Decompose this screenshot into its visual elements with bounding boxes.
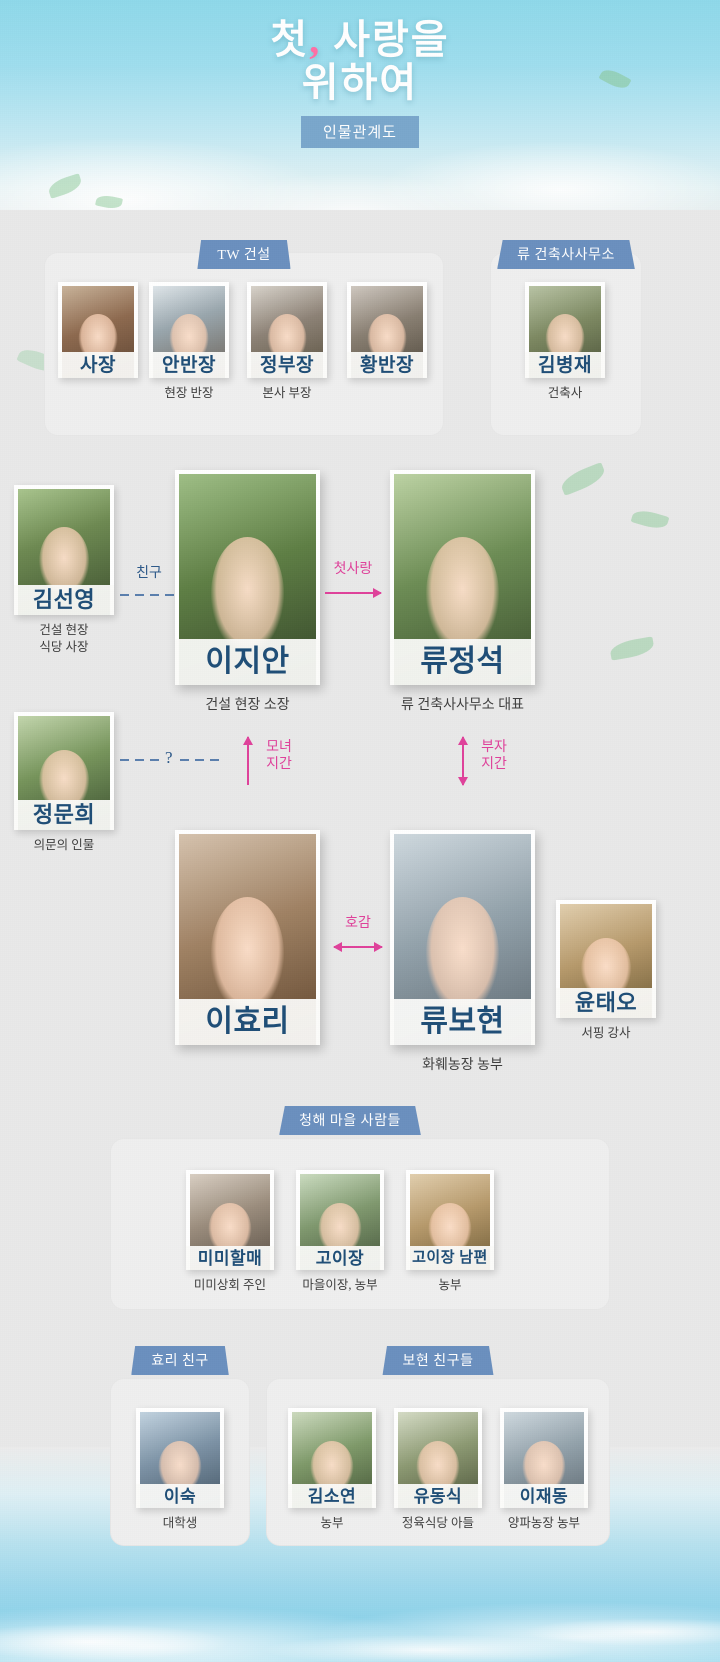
character-role: 농부	[438, 1278, 462, 1292]
character-role: 건설 현장 소장	[205, 698, 290, 713]
character-role: 건설 현장 식당 사장	[39, 623, 89, 654]
character-name: 정부장	[247, 352, 327, 378]
character-card-tw-0[interactable]: 사장	[58, 282, 138, 385]
character-photo: 이효리	[175, 830, 320, 1045]
character-role: 현장 반장	[164, 386, 214, 400]
character-card-kimseonyoung[interactable]: 김선영 건설 현장 식당 사장	[14, 485, 114, 656]
character-name: 윤태오	[556, 988, 656, 1018]
character-role: 정육식당 아들	[401, 1516, 475, 1530]
character-name: 김소연	[288, 1484, 376, 1508]
relation-label-father-son: 부자 지간	[481, 740, 507, 772]
character-name: 유동식	[394, 1484, 482, 1508]
character-card-jungmoonhee[interactable]: 정문희 의문의 인물	[14, 712, 114, 854]
relation-label-affection: 호감	[345, 916, 371, 931]
character-card-bohyun-friend-1[interactable]: 유동식 정육식당 아들	[394, 1408, 482, 1532]
page-title: 첫, 사랑을 위하여 인물관계도	[0, 17, 720, 149]
character-photo: 김병재	[525, 282, 605, 378]
character-photo: 고이장	[296, 1170, 384, 1270]
character-role: 마을이장, 농부	[302, 1278, 378, 1292]
chart-badge: 인물관계도	[300, 116, 419, 149]
group-tag-bohyun-friends: 보현 친구들	[382, 1346, 494, 1375]
character-name: 사장	[58, 352, 138, 378]
character-role: 서핑 강사	[581, 1026, 631, 1040]
character-card-bohyun-friend-0[interactable]: 김소연 농부	[288, 1408, 376, 1532]
character-card-ryubohyun[interactable]: 류보현 화훼농장 농부	[390, 830, 535, 1076]
portrait-image	[398, 1412, 478, 1508]
relation-line-friend	[120, 594, 176, 596]
character-role: 류 건축사사무소 대표	[401, 698, 524, 713]
character-photo: 안반장	[149, 282, 229, 378]
character-card-tw-1[interactable]: 안반장 현장 반장	[149, 282, 229, 402]
relation-arrow-first-love	[325, 588, 382, 598]
character-photo: 류보현	[390, 830, 535, 1045]
character-card-ryujungseok[interactable]: 류정석 류 건축사사무소 대표	[390, 470, 535, 716]
relation-label-unknown: ?	[160, 748, 178, 768]
character-photo: 사장	[58, 282, 138, 378]
group-tag-tw: TW 건설	[197, 240, 291, 269]
character-name: 류정석	[390, 639, 535, 685]
character-name: 이지안	[175, 639, 320, 685]
character-photo: 정문희	[14, 712, 114, 830]
character-name: 황반장	[347, 352, 427, 378]
relation-arrow-affection	[333, 942, 383, 952]
title-line-2: 위하여	[301, 60, 419, 106]
character-name: 김병재	[525, 352, 605, 378]
character-role: 건축사	[547, 386, 583, 400]
relation-label-friend: 친구	[136, 566, 162, 581]
character-name: 류보현	[390, 999, 535, 1045]
group-tag-ryu-office: 류 건축사사무소	[497, 240, 635, 269]
character-photo: 김소연	[288, 1408, 376, 1508]
character-name: 정문희	[14, 800, 114, 830]
character-card-bohyun-friend-2[interactable]: 이재동 양파농장 농부	[500, 1408, 588, 1532]
character-role: 화훼농장 농부	[422, 1058, 503, 1073]
character-card-hyori-friend-0[interactable]: 이숙 대학생	[136, 1408, 224, 1532]
character-photo: 미미할매	[186, 1170, 274, 1270]
character-role: 농부	[320, 1516, 344, 1530]
character-role: 미미상회 주인	[193, 1278, 267, 1292]
group-tag-hyori-friend: 효리 친구	[131, 1346, 229, 1375]
character-card-yuntaeo[interactable]: 윤태오 서핑 강사	[556, 900, 656, 1042]
character-name: 김선영	[14, 585, 114, 615]
character-photo: 윤태오	[556, 900, 656, 1018]
character-photo: 고이장 남편	[406, 1170, 494, 1270]
character-photo: 이숙	[136, 1408, 224, 1508]
title-line-1: 첫, 사랑을	[270, 17, 450, 62]
character-name: 고이장 남편	[406, 1246, 494, 1270]
relation-label-first-love: 첫사랑	[333, 562, 373, 577]
relation-arrow-father-son	[458, 736, 468, 786]
character-photo: 이지안	[175, 470, 320, 685]
group-tag-village: 청해 마을 사람들	[279, 1106, 421, 1135]
character-name: 이숙	[136, 1484, 224, 1508]
character-card-tw-2[interactable]: 정부장 본사 부장	[247, 282, 327, 402]
character-photo: 정부장	[247, 282, 327, 378]
relation-arrow-mother-daughter	[243, 736, 253, 785]
character-photo: 황반장	[347, 282, 427, 378]
character-role: 의문의 인물	[33, 838, 95, 852]
character-name: 이효리	[175, 999, 320, 1045]
relation-label-mother-daughter: 모녀 지간	[266, 740, 292, 772]
character-name: 미미할매	[186, 1246, 274, 1270]
character-photo: 김선영	[14, 485, 114, 615]
character-name: 이재동	[500, 1484, 588, 1508]
character-card-village-0[interactable]: 미미할매 미미상회 주인	[186, 1170, 274, 1294]
character-name: 고이장	[296, 1246, 384, 1270]
character-role: 대학생	[162, 1516, 198, 1530]
character-card-tw-3[interactable]: 황반장	[347, 282, 427, 385]
character-card-village-1[interactable]: 고이장 마을이장, 농부	[296, 1170, 384, 1294]
character-role: 본사 부장	[262, 386, 312, 400]
character-card-kimbyeongjae[interactable]: 김병재 건축사	[525, 282, 605, 402]
character-name: 안반장	[149, 352, 229, 378]
character-card-village-2[interactable]: 고이장 남편 농부	[406, 1170, 494, 1294]
character-card-leejian[interactable]: 이지안 건설 현장 소장	[175, 470, 320, 716]
character-role: 양파농장 농부	[507, 1516, 581, 1530]
character-photo: 류정석	[390, 470, 535, 685]
character-photo: 이재동	[500, 1408, 588, 1508]
character-photo: 유동식	[394, 1408, 482, 1508]
character-card-leehyori[interactable]: 이효리	[175, 830, 320, 1057]
